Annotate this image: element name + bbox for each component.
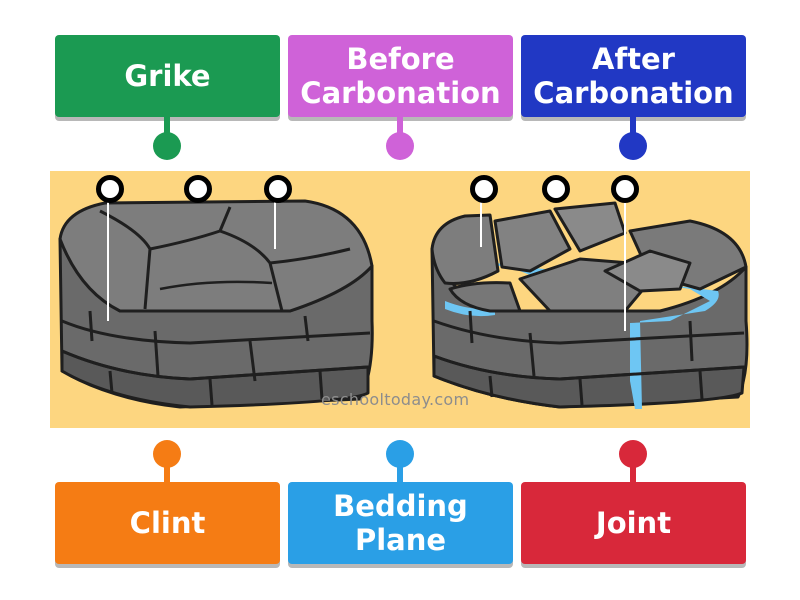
label-card-joint[interactable]: Joint [521, 482, 746, 564]
card-connector-knob[interactable] [153, 132, 181, 160]
label-text: After Carbonation [533, 42, 734, 110]
joint-line [688, 320, 694, 362]
clint-block [493, 209, 572, 273]
label-card-before-carbonation[interactable]: Before Carbonation [288, 35, 513, 117]
grike-crack [219, 229, 284, 312]
hotspot-marker[interactable] [611, 175, 639, 203]
bedding-line [433, 319, 745, 345]
card-connector-stem [630, 117, 636, 141]
joint-line [248, 340, 257, 382]
card-connector-knob[interactable] [386, 132, 414, 160]
label-card-after-carbonation[interactable]: After Carbonation [521, 35, 746, 117]
block-before-carbonation [58, 199, 374, 409]
bedding-line [61, 319, 371, 345]
card-connector-stem [164, 117, 170, 141]
card-connector-stem [630, 458, 636, 482]
hotspot-marker[interactable] [96, 175, 124, 203]
card-connector-stem [397, 458, 403, 482]
hotspot-marker[interactable] [542, 175, 570, 203]
grike-crack [149, 206, 232, 251]
bedding-line [433, 354, 745, 381]
grike-crack [159, 280, 273, 291]
grike-crack [269, 247, 351, 265]
joint-line [578, 378, 584, 406]
joint-line [153, 330, 160, 377]
label-card-bedding-plane[interactable]: Bedding Plane [288, 482, 513, 564]
joint-line [488, 375, 494, 398]
image-watermark: eschooltoday.com [321, 390, 470, 409]
joint-line [303, 315, 310, 342]
bedding-line [61, 349, 369, 381]
hotspot-marker[interactable] [470, 175, 498, 203]
joint-line [208, 378, 214, 406]
hotspot-pointer-lines [107, 197, 626, 331]
block-top-surface [58, 199, 374, 313]
label-text: Clint [129, 506, 206, 540]
label-text: Joint [595, 506, 672, 540]
hotspot-marker[interactable] [184, 175, 212, 203]
water-channel [445, 301, 495, 317]
card-connector-stem [164, 458, 170, 482]
label-text: Before Carbonation [300, 42, 501, 110]
joint-line [108, 370, 114, 394]
clint-block [448, 281, 522, 313]
block-after-carbonation [430, 201, 749, 409]
hotspot-marker[interactable] [264, 175, 292, 203]
label-text: Grike [124, 59, 211, 93]
limestone-pavement-illustration [50, 171, 750, 428]
joint-line [88, 310, 94, 342]
label-card-grike[interactable]: Grike [55, 35, 280, 117]
joint-line [528, 332, 536, 377]
clint-block [603, 249, 692, 293]
label-text: Bedding Plane [333, 489, 468, 557]
joint-line [698, 370, 704, 400]
joint-line [318, 370, 324, 400]
card-connector-stem [397, 117, 403, 141]
card-connector-knob[interactable] [619, 132, 647, 160]
joint-line [468, 310, 474, 344]
label-card-clint[interactable]: Clint [55, 482, 280, 564]
